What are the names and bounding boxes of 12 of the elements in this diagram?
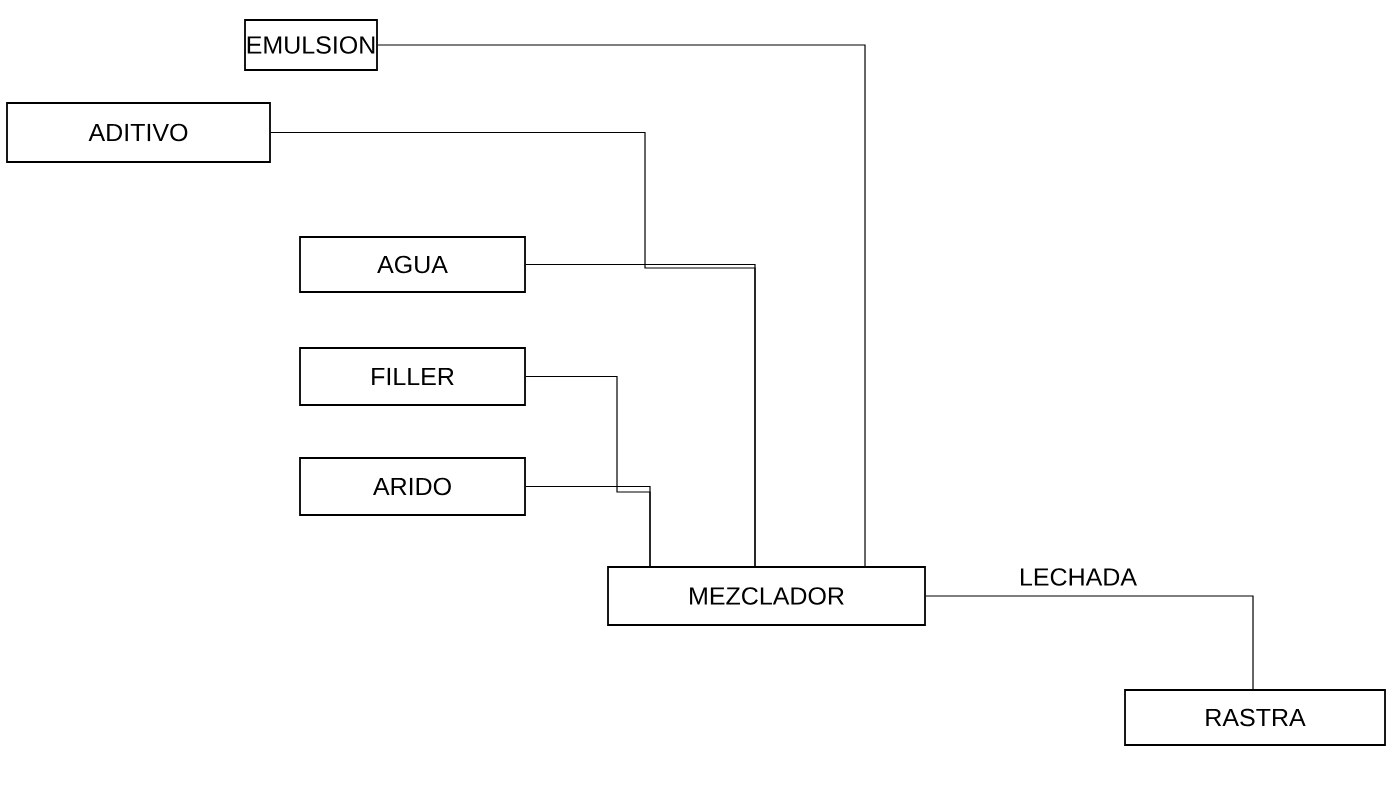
edge-label: LECHADA xyxy=(1016,566,1140,588)
connector-line xyxy=(525,263,756,567)
process-box: RASTRA xyxy=(1124,689,1386,746)
process-box: AGUA xyxy=(299,236,526,293)
process-box: ADITIVO xyxy=(6,102,271,163)
connector-line xyxy=(525,485,651,567)
process-box: MEZCLADOR xyxy=(607,566,926,626)
process-box: FILLER xyxy=(299,347,526,406)
connector-line xyxy=(377,44,866,567)
process-box: EMULSION xyxy=(244,19,378,71)
connector-line xyxy=(925,595,1254,690)
process-box: ARIDO xyxy=(299,457,526,516)
